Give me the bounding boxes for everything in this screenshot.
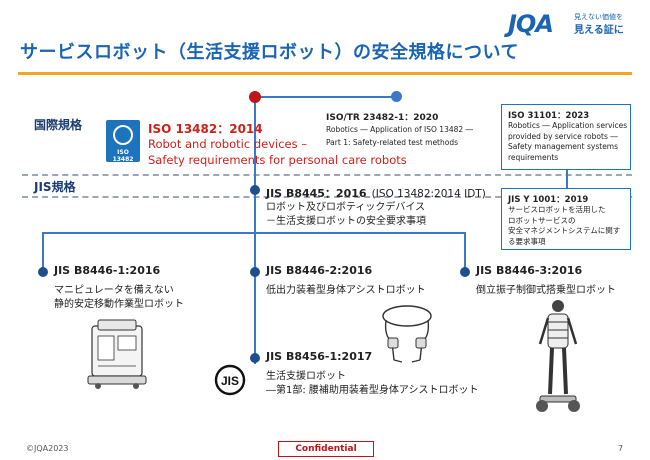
row-label-jis: JIS規格 <box>34 180 76 194</box>
logo-tagline-bottom: 見える証に <box>574 25 624 36</box>
iso31101-line2: provided by service robots ― <box>508 131 618 141</box>
jis-mark-icon: JIS <box>214 364 246 396</box>
jisy1001-line1: サービスロボットを活用した <box>508 205 606 214</box>
inverted-pendulum-robot-illustration <box>536 300 580 412</box>
jisb8456-1-line2: ―第1部: 腰補助用装着型身体アシストロボット <box>266 385 479 396</box>
iso-certification-logo-icon: ISO 13482 <box>106 120 140 163</box>
page-title: サービスロボット（生活支援ロボット）の安全規格について <box>20 42 519 63</box>
connector-jis-branch <box>42 232 466 234</box>
jqa-logo: JQA <box>508 10 554 38</box>
jisb8445-code: JIS B8445：2016 <box>266 187 367 200</box>
jisb8446-3-code: JIS B8446-3:2016 <box>476 264 583 277</box>
iso13482-title-line2: Safety requirements for personal care ro… <box>148 153 407 167</box>
node-jis-b8446-2 <box>250 267 260 277</box>
footer-copyright: ©JQA2023 <box>26 444 69 453</box>
connector-main-trunk <box>254 96 256 364</box>
connector-b8446-3 <box>464 232 466 272</box>
separator-international-jis <box>22 174 632 176</box>
jisy1001-code: JIS Y 1001：2019 <box>508 195 589 205</box>
jisb8445-line1: ロボット及びロボティックデバイス <box>266 202 426 213</box>
separator-jis-top <box>22 196 632 198</box>
node-jis-b8456-1 <box>250 353 260 363</box>
connector-iso-to-tr <box>254 96 397 98</box>
jisb8445-heading: JIS B8445：2016 (ISO 13482:2014 IDT) <box>266 182 486 201</box>
footer-confidential-badge: Confidential <box>278 441 374 457</box>
footer-page-number: 7 <box>618 444 624 453</box>
jisy1001-line3: 安全マネジメントシステムに関す <box>508 226 621 235</box>
jisy1001-line2: ロボットサービスの <box>508 215 576 225</box>
wearable-assist-robot-illustration <box>382 305 432 363</box>
jisb8445-idt: (ISO 13482:2014 IDT) <box>371 188 486 200</box>
iso31101-line1: Robotics ― Application services <box>508 121 628 130</box>
jisy1001-box: JIS Y 1001：2019 サービスロボットを活用した ロボットサービスの … <box>501 188 631 250</box>
logo-tagline-top: 見えない価値を <box>574 13 623 21</box>
iso31101-code: ISO 31101：2023 <box>508 111 590 121</box>
node-jis-b8446-1 <box>38 267 48 277</box>
iso13482-code: ISO 13482：2014 <box>148 122 263 136</box>
iso31101-box: ISO 31101：2023 Robotics ― Application se… <box>501 104 631 170</box>
jisb8456-1-line1: 生活支援ロボット <box>266 371 346 382</box>
jisb8446-3-line1: 倒立振子制御式搭乗型ロボット <box>476 285 616 296</box>
jisb8445-line2: －生活支援ロボットの安全要求事項 <box>266 216 426 227</box>
iso-tr-code: ISO/TR 23482-1：2020 <box>326 113 439 123</box>
jisy1001-line4: る要求事項 <box>508 236 546 246</box>
connector-31101-to-y1001 <box>566 170 568 188</box>
iso-tr-line1: Robotics ― Application of ISO 13482 ― <box>326 125 474 134</box>
iso13482-title-line1: Robot and robotic devices – <box>148 137 308 151</box>
connector-b8446-1 <box>42 232 44 272</box>
iso31101-line3: Safety management systems <box>508 142 619 151</box>
node-jis-b8446-3 <box>460 267 470 277</box>
node-iso13482 <box>249 91 261 103</box>
mobile-robot-illustration <box>87 319 147 389</box>
node-jis-b8445 <box>250 185 260 195</box>
svg-text:JIS: JIS <box>221 374 239 388</box>
jisb8446-1-code: JIS B8446-1:2016 <box>54 264 161 277</box>
node-iso-tr <box>391 91 402 102</box>
jisb8446-1-line2: 静的安定移動作業型ロボット <box>54 299 184 310</box>
iso31101-line4: requirements <box>508 152 559 162</box>
row-label-international: 国際規格 <box>34 118 83 132</box>
jisb8446-1-line1: マニピュレータを備えない <box>54 285 174 296</box>
jisb8446-2-line1: 低出力装着型身体アシストロボット <box>266 285 426 296</box>
jisb8456-1-code: JIS B8456-1:2017 <box>266 350 373 363</box>
jisb8446-2-code: JIS B8446-2:2016 <box>266 264 373 277</box>
title-underline <box>18 72 632 75</box>
iso-tr-line2: Part 1: Safety-related test methods <box>326 138 459 147</box>
